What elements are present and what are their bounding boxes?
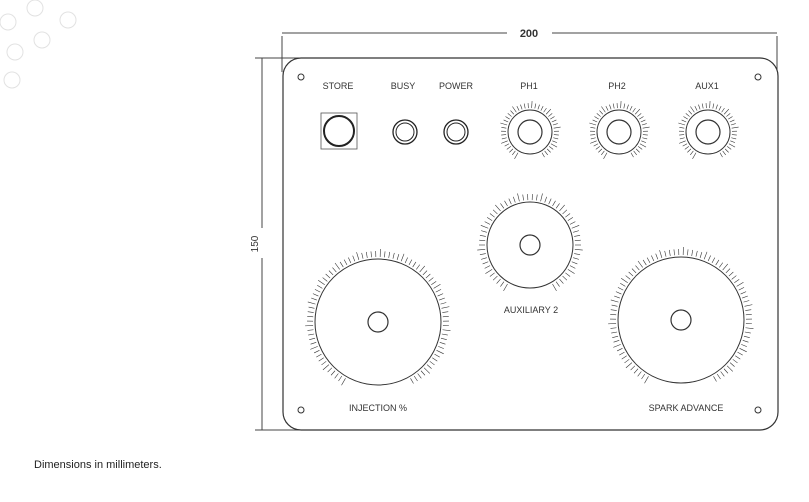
busy-label: BUSY [391,81,416,91]
caption: Dimensions in millimeters. [34,459,162,471]
power-led [443,119,469,145]
injection-knob[interactable] [305,249,451,386]
power-label: POWER [439,81,474,91]
width-label: 200 [520,28,538,40]
mounting-holes [297,73,762,414]
spark-advance-knob[interactable] [608,247,754,384]
mounting-hole-bottom-left [297,406,305,414]
panel-outline [282,57,779,431]
auxiliary2-knob[interactable] [477,193,583,292]
spark-advance-label: SPARK ADVANCE [649,403,724,413]
ph2-label: PH2 [608,81,626,91]
ph1-knob[interactable] [500,101,561,159]
auxiliary2-label: AUXILIARY 2 [504,305,558,315]
background-circles [0,0,77,89]
mounting-hole-top-left [297,73,305,81]
height-dimension [255,57,300,431]
ph1-label: PH1 [520,81,538,91]
busy-led [392,119,418,145]
mounting-hole-top-right [754,73,762,81]
store-label: STORE [323,81,354,91]
aux1-knob[interactable] [678,101,739,159]
injection-label: INJECTION % [349,403,407,413]
width-dimension [281,32,778,72]
height-label: 150 [250,235,261,252]
ph2-knob[interactable] [589,101,650,159]
mounting-hole-bottom-right [754,406,762,414]
aux1-label: AUX1 [695,81,719,91]
store-button[interactable] [320,112,358,150]
